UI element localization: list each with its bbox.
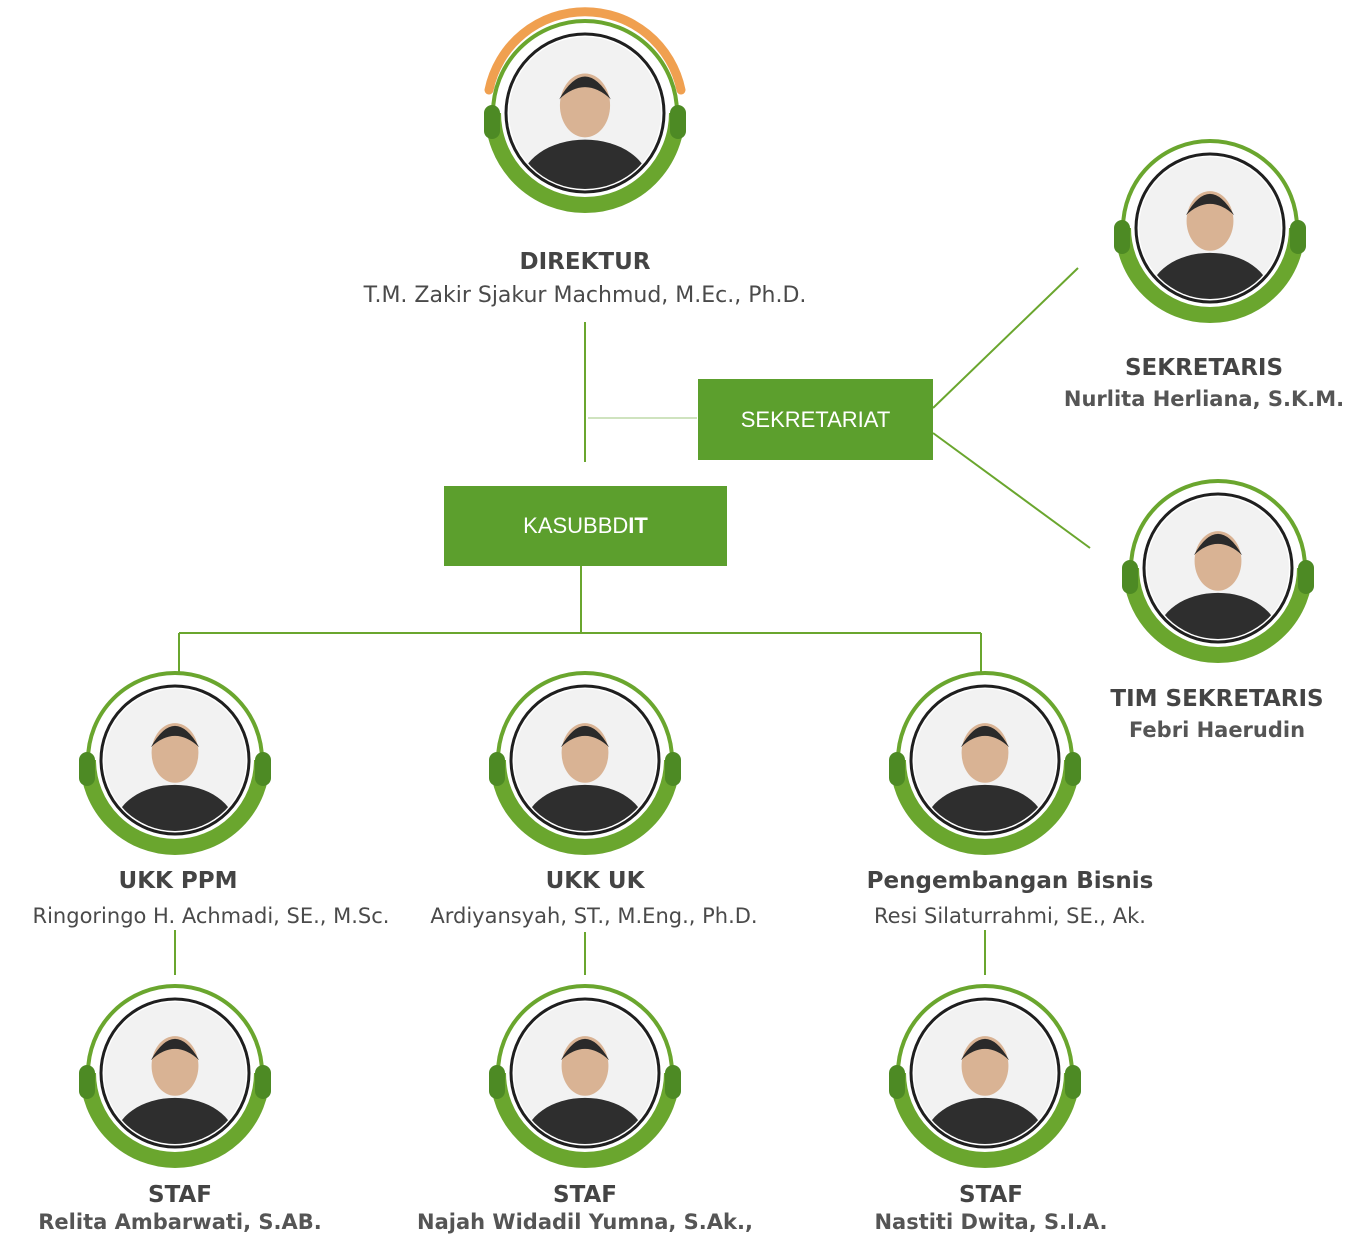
unit-name: Resi Silaturrahmi, SE., Ak.: [874, 904, 1146, 928]
connector-sekretariat-tim: [932, 432, 1091, 549]
director-accent-arc: [484, 7, 686, 95]
avatar-cup-right: [255, 752, 271, 786]
avatar-cup-left: [889, 752, 905, 786]
avatar-cup-left: [489, 752, 505, 786]
avatar-cup-right: [1065, 752, 1081, 786]
avatar-cup: [80, 759, 270, 855]
sekretariat-label: SEKRETARIAT: [740, 406, 891, 432]
avatar-cup-left: [484, 105, 500, 139]
avatar-cup: [490, 1072, 680, 1168]
person-icon: [1157, 531, 1279, 639]
person-icon: [114, 1036, 236, 1144]
connector-lines: [174, 267, 1091, 975]
avatar-cup: [1123, 567, 1313, 663]
avatar-cup: [890, 1072, 1080, 1168]
unit-role: UKK PPM: [118, 868, 238, 894]
kasubdit-box: KASUBBDIT: [444, 486, 727, 566]
unit-role: Pengembangan Bisnis: [866, 868, 1154, 894]
avatar-cup-left: [79, 752, 95, 786]
director-avatar: [484, 19, 686, 213]
avatar-cup-right: [1065, 1065, 1081, 1099]
tim-sekretaris-name: Febri Haerudin: [1128, 718, 1306, 742]
staff-role: STAF: [553, 1182, 617, 1208]
staff-name: Najah Widadil Yumna, S.Ak.,: [417, 1210, 753, 1234]
staff-role: STAF: [959, 1182, 1023, 1208]
staff-avatar: [79, 984, 271, 1168]
person-icon: [524, 1036, 646, 1144]
avatar-cup: [485, 112, 685, 213]
avatar-cup-left: [889, 1065, 905, 1099]
avatar-cup-left: [489, 1065, 505, 1099]
staff-avatar: [489, 984, 681, 1168]
avatar-cup-left: [1114, 220, 1130, 254]
avatar-cup: [80, 1072, 270, 1168]
kasubdit-label-prefix: KASUBBD: [523, 513, 629, 538]
person-icon: [114, 723, 236, 831]
director-role: DIREKTUR: [519, 249, 651, 275]
avatar-cup-right: [1290, 220, 1306, 254]
person-icon: [924, 723, 1046, 831]
avatar-cup-right: [670, 105, 686, 139]
bisnis-avatar: [889, 671, 1081, 855]
staff-role: STAF: [148, 1182, 212, 1208]
avatar-cup: [1115, 227, 1305, 323]
kasubdit-label: KASUBBDIT: [523, 513, 648, 539]
avatar-cup-left: [79, 1065, 95, 1099]
unit-name: Ardiyansyah, ST., M.Eng., Ph.D.: [430, 904, 758, 928]
staff-name: Nastiti Dwita, S.I.A.: [874, 1210, 1108, 1234]
person-icon: [924, 1036, 1046, 1144]
avatar-cup: [890, 759, 1080, 855]
kasubdit-label-suffix: IT: [628, 513, 648, 538]
tim-sekretaris-role: TIM SEKRETARIS: [1110, 686, 1324, 712]
unit-name: Ringoringo H. Achmadi, SE., M.Sc.: [32, 904, 390, 928]
ukk-uk-avatar: [489, 671, 681, 855]
avatar-cup: [490, 759, 680, 855]
director-name: T.M. Zakir Sjakur Machmud, M.Ec., Ph.D.: [363, 283, 807, 308]
sekretaris-role: SEKRETARIS: [1124, 355, 1284, 381]
sekretariat-box: SEKRETARIAT: [698, 379, 933, 460]
connector-sekretariat-sekretaris: [932, 267, 1079, 409]
avatar-cup-right: [665, 752, 681, 786]
avatar-cup-left: [1122, 560, 1138, 594]
person-icon: [520, 73, 650, 189]
staff-avatar: [889, 984, 1081, 1168]
tim-sekretaris-avatar: [1122, 479, 1314, 663]
ukk-ppm-avatar: [79, 671, 271, 855]
staff-name: Relita Ambarwati, S.AB.: [38, 1210, 322, 1234]
sekretaris-avatar: [1114, 139, 1306, 323]
unit-role: UKK UK: [545, 868, 645, 894]
sekretaris-name: Nurlita Herliana, S.K.M.: [1063, 387, 1345, 411]
avatar-cup-right: [665, 1065, 681, 1099]
avatar-cup-right: [1298, 560, 1314, 594]
person-icon: [524, 723, 646, 831]
person-icon: [1149, 191, 1271, 299]
avatar-cup-right: [255, 1065, 271, 1099]
